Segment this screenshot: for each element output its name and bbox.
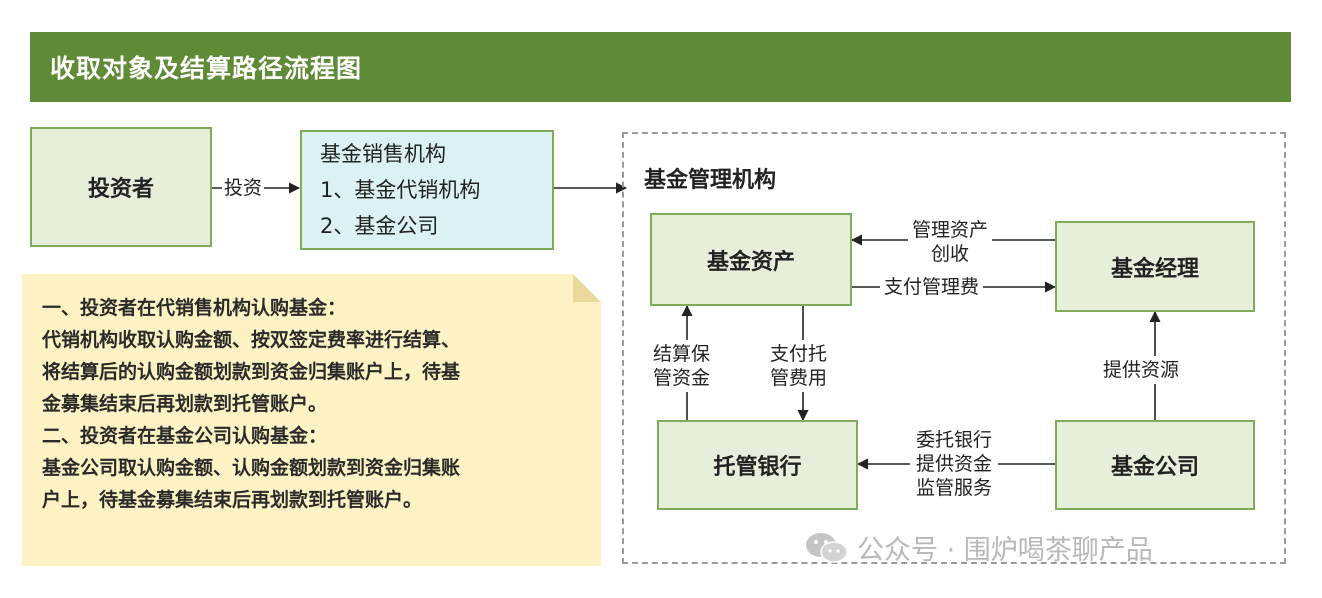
settle-line-1: 结算保 [653, 343, 711, 365]
edge-label-provide-resources: 提供资源 [1103, 356, 1180, 384]
edge-label-pay-mgmt-fee: 支付管理费 [880, 275, 984, 299]
note-line-4: 金募集结束后再划款到托管账户。 [42, 393, 328, 415]
entrust-line-1: 委托银行 [916, 429, 993, 451]
custody-fee-line-1: 支付托 [770, 343, 828, 365]
node-fund-assets: 基金资产 [650, 213, 852, 306]
note-line-2: 代销机构收取认购金额、按双签定费率进行结算、 [42, 329, 461, 351]
wechat-icon [806, 532, 848, 563]
manage-line-1: 管理资产 [912, 219, 989, 241]
node-investor: 投资者 [30, 127, 212, 247]
node-fund-manager: 基金经理 [1055, 221, 1255, 312]
edge-label-manage-assets: 管理资产 创收 [908, 218, 993, 266]
note-line-5: 二、投资者在基金公司认购基金： [42, 425, 328, 447]
entrust-line-3: 监管服务 [916, 477, 993, 499]
management-group-title: 基金管理机构 [644, 168, 777, 193]
note-line-3: 将结算后的认购金额划款到资金归集账户上，待基 [42, 361, 461, 383]
sales-item-2: 2、基金公司 [320, 214, 439, 238]
settle-line-2: 管资金 [653, 367, 711, 389]
edge-label-entrust: 委托银行 提供资金 监管服务 [910, 428, 999, 500]
edge-label-custody-fee: 支付托 管费用 [770, 340, 828, 392]
edge-label-invest: 投资 [222, 176, 265, 200]
note-line-1: 一、投资者在代销售机构认购基金： [42, 297, 347, 319]
watermark-text: 公众号 · 围炉喝茶聊产品 [857, 535, 1153, 566]
node-fund-company: 基金公司 [1055, 420, 1255, 510]
note-line-7: 户上，待基金募集结束后再划款到托管账户。 [42, 489, 423, 511]
sales-item-1: 1、基金代销机构 [320, 178, 481, 202]
management-group-border [622, 132, 1286, 564]
manage-line-2: 创收 [931, 243, 970, 265]
node-sales-institution: 基金销售机构 1、基金代销机构 2、基金公司 [300, 130, 554, 250]
note-line-6: 基金公司取认购金额、认购金额划款到资金归集账 [42, 457, 461, 479]
note-background [22, 274, 601, 566]
page-title: 收取对象及结算路径流程图 [30, 32, 1291, 102]
node-custodian-bank: 托管银行 [657, 420, 858, 510]
watermark: 公众号 · 围炉喝茶聊产品 [805, 528, 1153, 567]
custody-fee-line-2: 管费用 [770, 367, 828, 389]
note-fold [573, 274, 601, 302]
entrust-line-2: 提供资金 [916, 453, 993, 475]
sales-title: 基金销售机构 [320, 142, 446, 166]
note-text: 一、投资者在代销售机构认购基金： 代销机构收取认购金额、按双签定费率进行结算、 … [42, 292, 582, 516]
edge-label-settle: 结算保 管资金 [653, 340, 711, 392]
